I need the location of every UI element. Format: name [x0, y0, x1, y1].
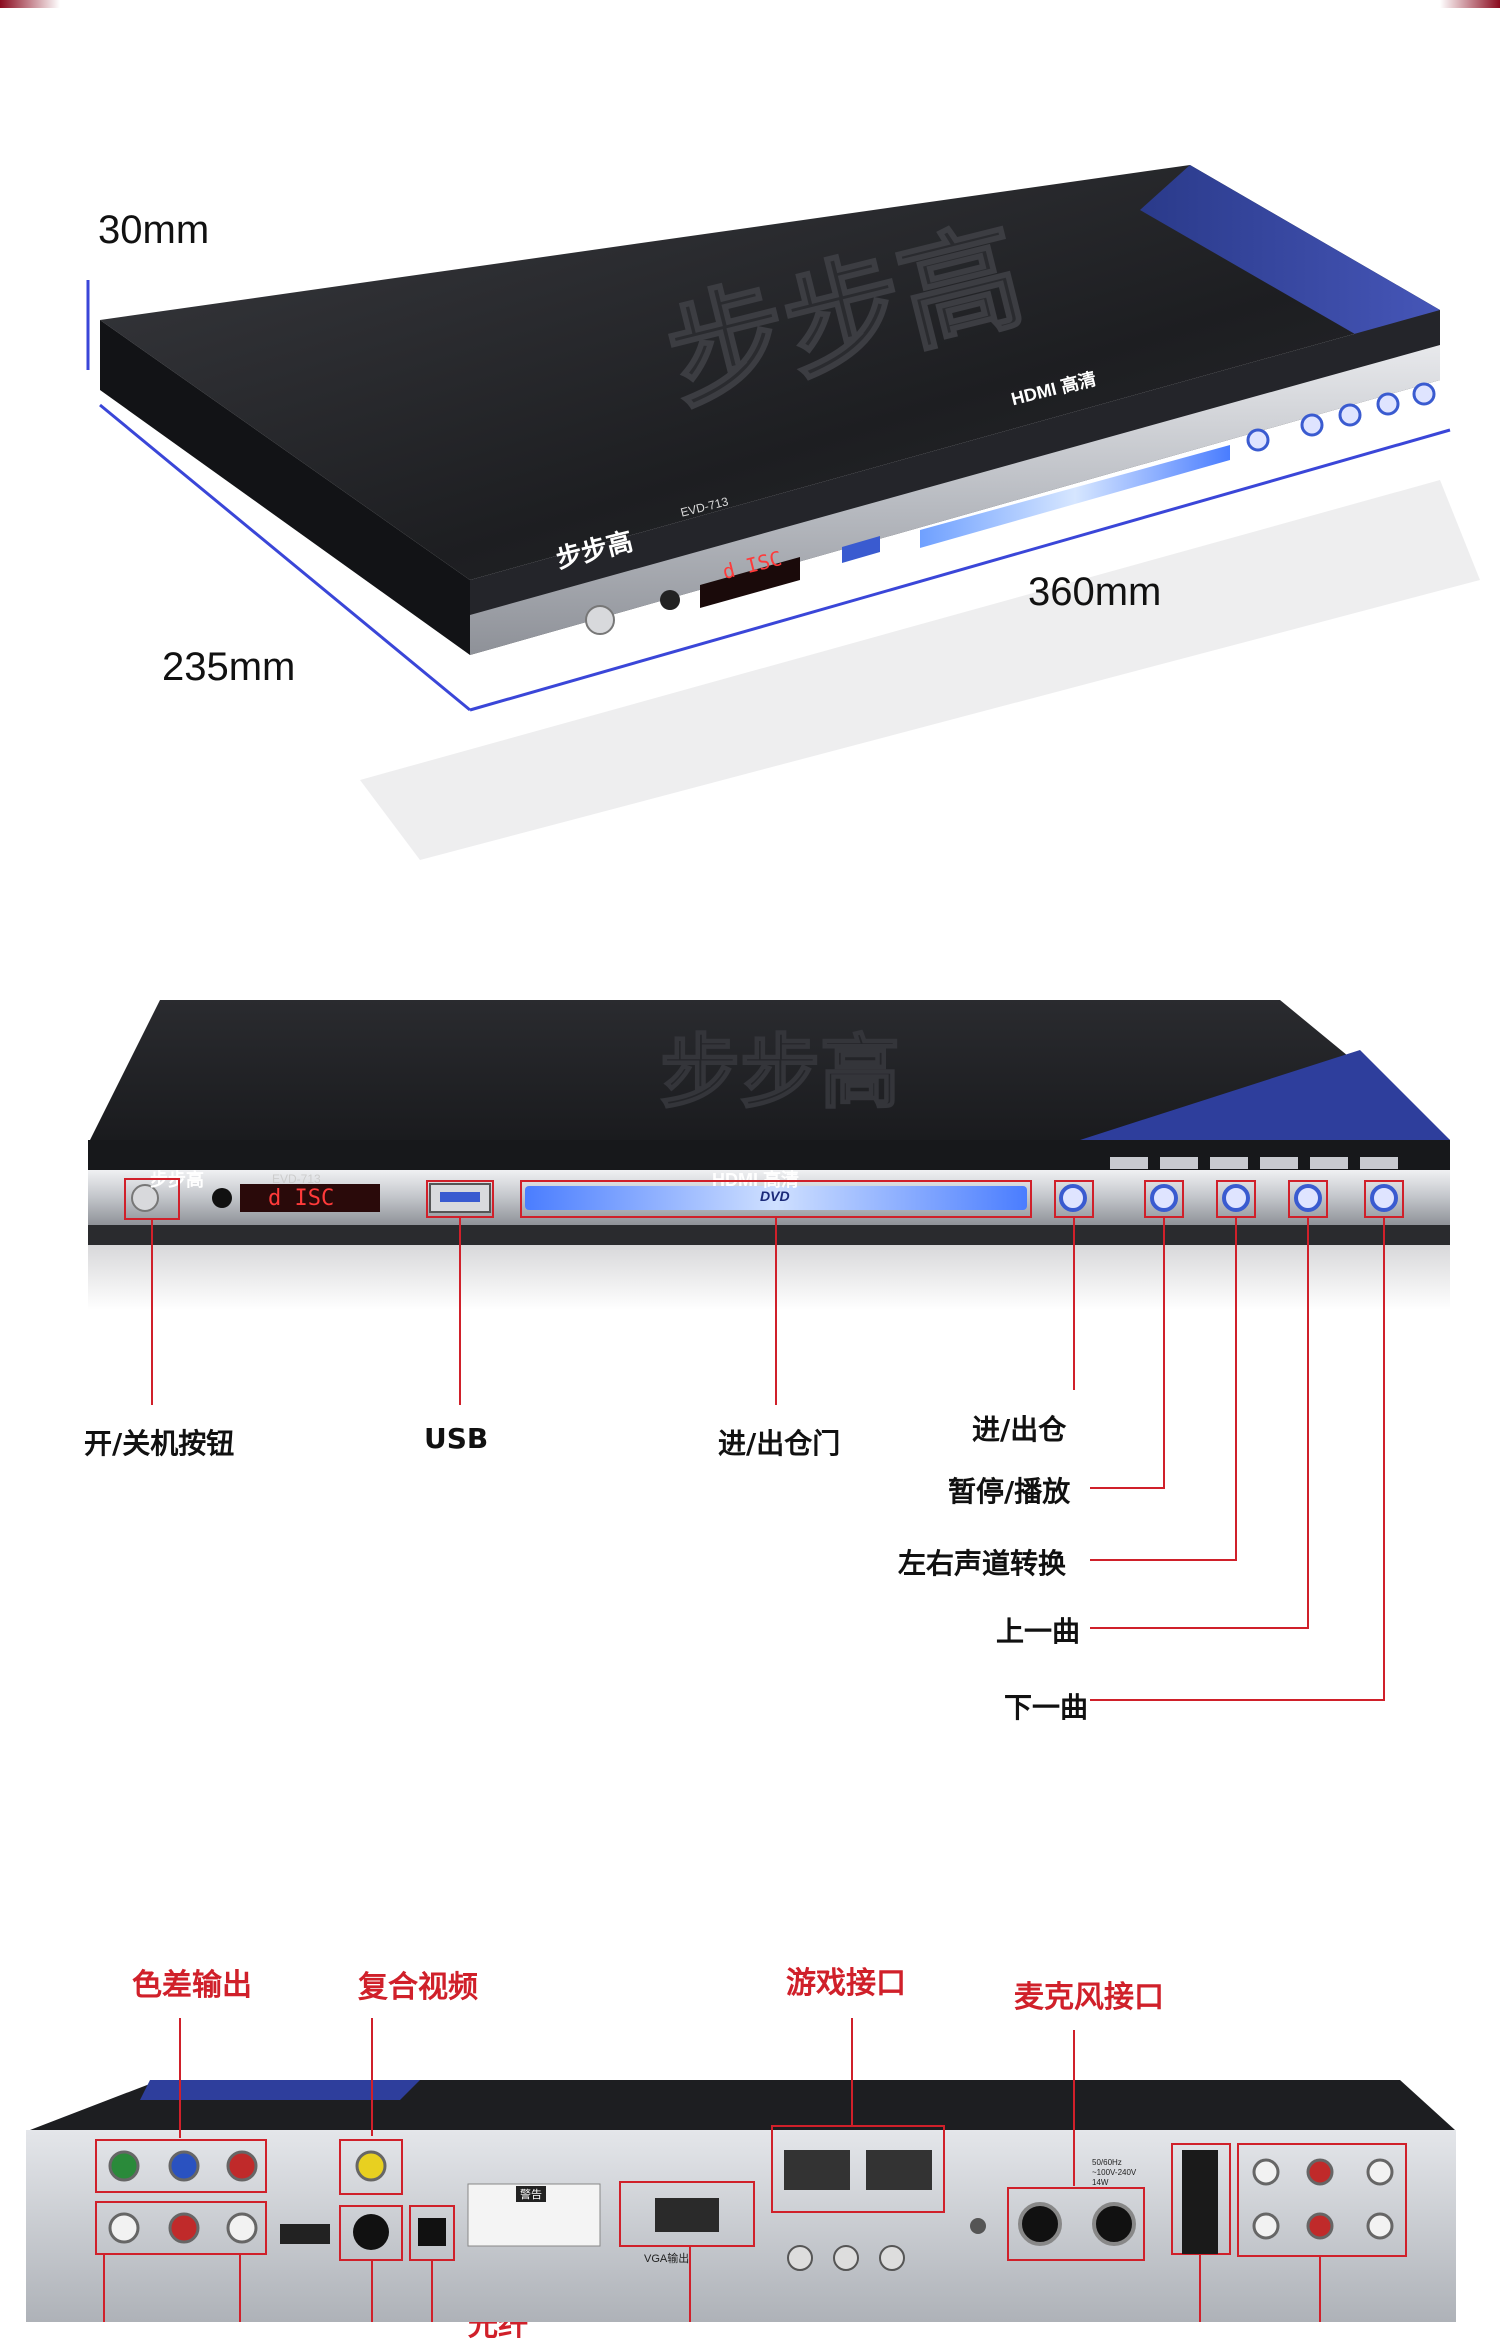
svg-text:步步高: 步步高 [660, 1026, 900, 1119]
tray-door-highlight [520, 1180, 1032, 1218]
callout-next: 下一曲 [1004, 1691, 1089, 1724]
callout-channel: 左右声道转换 [898, 1547, 1067, 1580]
front-view-brand: 步步高 [150, 1170, 204, 1191]
height-dimension-label: 30mm [98, 208, 210, 252]
front-callout-leader-lines [151, 1218, 1385, 1701]
warning-label: 警告 [516, 2186, 546, 2202]
top-accent-bar [0, 0, 1500, 8]
callout-eject: 进/出仓 [972, 1413, 1067, 1446]
prev-button-highlight [1288, 1180, 1328, 1218]
callout-usb: USB [424, 1422, 489, 1455]
front-view-led: d ISC [268, 1186, 335, 1211]
dvd-player-front-illustration: 步步高 [88, 1000, 1450, 1310]
width-dimension-label: 360mm [1028, 570, 1162, 614]
callout-play-pause: 暂停/播放 [948, 1475, 1071, 1508]
eject-button-highlight [1054, 1180, 1094, 1218]
dvd-player-perspective-illustration: 步步高 [86, 165, 1480, 860]
play-pause-button-highlight [1144, 1180, 1184, 1218]
label-mic-port: 麦克风接口 [1014, 1980, 1164, 2015]
vga-port-label: VGA输出 [644, 2253, 690, 2265]
label-component-output: 色差输出 [132, 1968, 252, 2003]
label-game-port: 游戏接口 [786, 1966, 906, 2001]
power-spec-label: 50/60Hz ~100V-240V 14W [1092, 2158, 1137, 2187]
dvd-player-rear-illustration [26, 2018, 1456, 2322]
tray-dvd-label: DVD [760, 1188, 790, 1204]
label-composite-video: 复合视频 [358, 1970, 478, 2005]
next-button-highlight [1364, 1180, 1404, 1218]
channel-button-highlight [1216, 1180, 1256, 1218]
usb-highlight [426, 1180, 494, 1218]
depth-dimension-label: 235mm [162, 645, 296, 689]
front-view-model: EVD-713 [272, 1172, 321, 1186]
callout-tray-door: 进/出仓门 [718, 1427, 841, 1460]
callout-prev: 上一曲 [996, 1615, 1081, 1648]
callout-power: 开/关机按钮 [84, 1427, 235, 1460]
